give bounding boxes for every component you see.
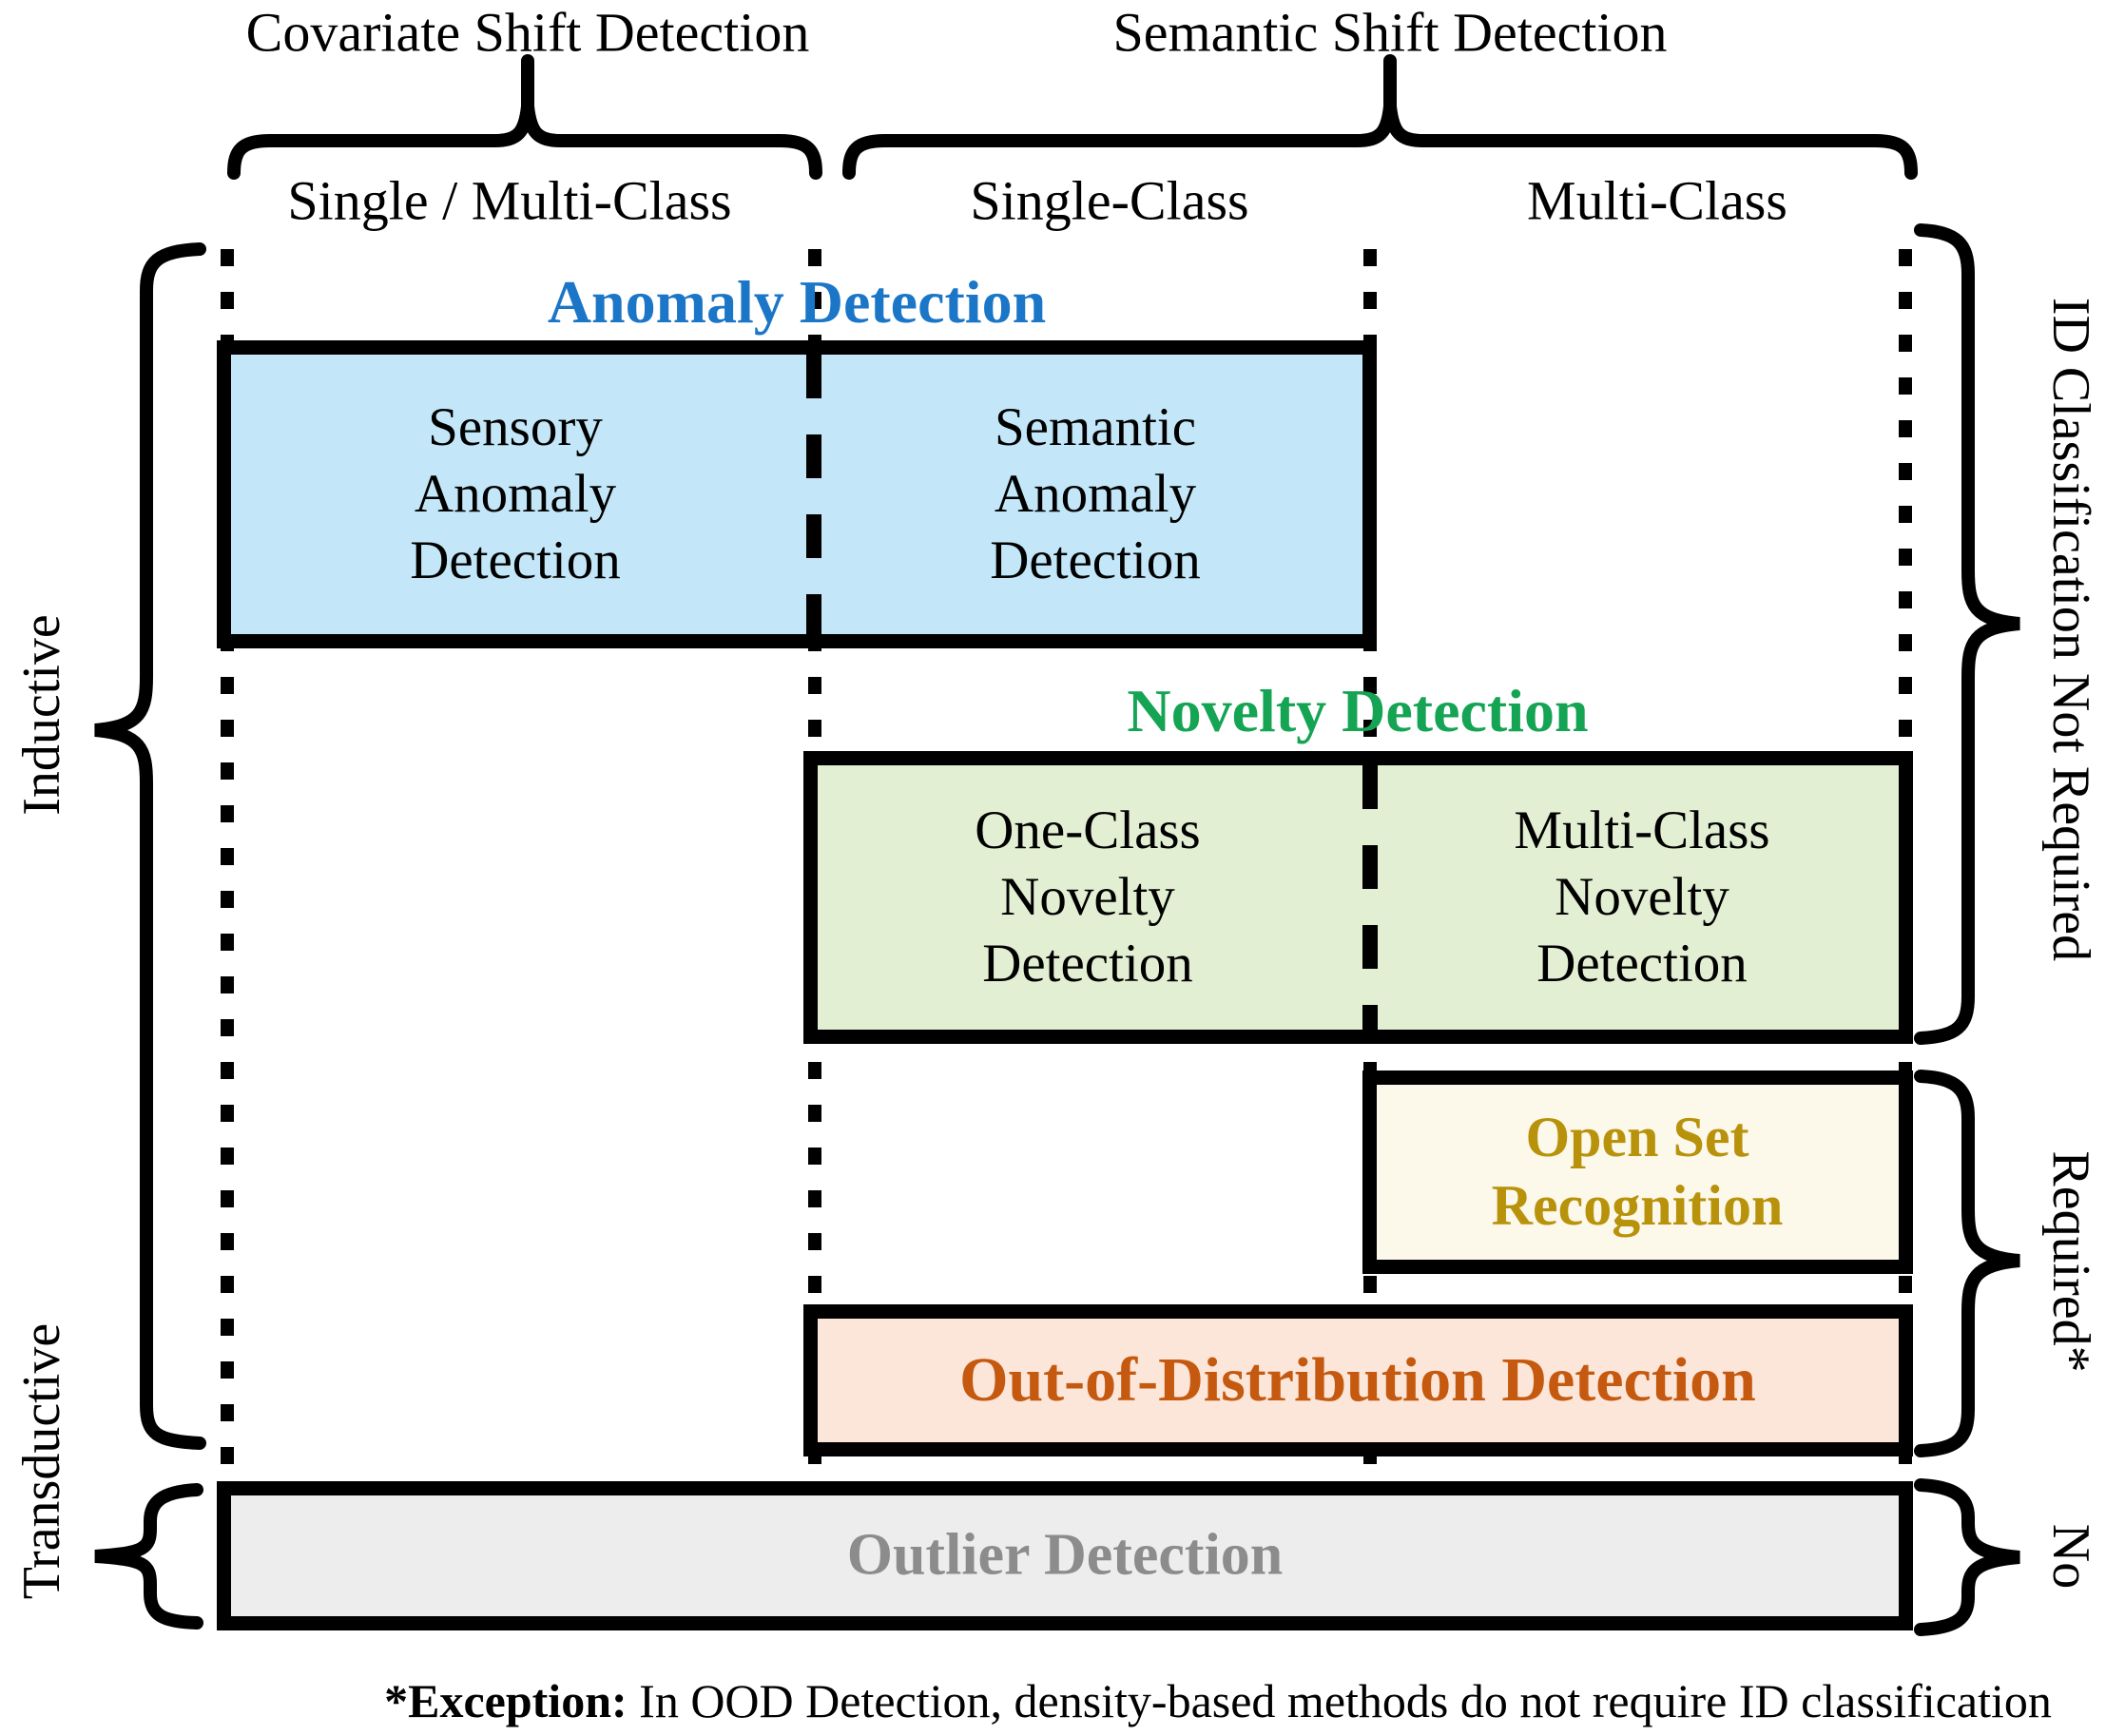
inductive-brace (94, 242, 206, 1450)
open-set-recognition-box (1362, 1071, 1913, 1274)
one-class-novelty-cell: One-Class Novelty Detection (975, 800, 1201, 994)
footnote-text: In OOD Detection, density-based methods … (627, 1674, 2052, 1727)
footnote: *Exception: In OOD Detection, density-ba… (384, 1673, 2052, 1728)
anomaly-detection-box (217, 340, 1377, 648)
top-label-semantic-shift: Semantic Shift Detection (1112, 1, 1668, 64)
footnote-exception-prefix: *Exception: (384, 1674, 628, 1727)
semantic-brace (842, 106, 1918, 180)
sensory-anomaly-cell: Sensory Anomaly Detection (410, 396, 621, 591)
transductive-brace (94, 1483, 203, 1630)
semantic-anomaly-cell: Semantic Anomaly Detection (990, 396, 1201, 591)
ood-detection-box (803, 1304, 1913, 1456)
anomaly-box-divider (806, 355, 821, 634)
multi-class-novelty-cell: Multi-Class Novelty Detection (1514, 800, 1770, 994)
inductive-label: Inductive (12, 614, 71, 816)
id-classification-not-required-label: ID Classification Not Required (2041, 297, 2100, 962)
column-label-single-multi-class: Single / Multi-Class (287, 169, 732, 232)
novelty-box-divider (1362, 765, 1378, 1030)
anomaly-detection-header: Anomaly Detection (547, 268, 1047, 336)
column-label-multi-class: Multi-Class (1527, 169, 1787, 232)
top-label-covariate-shift: Covariate Shift Detection (245, 1, 810, 64)
transductive-label: Transductive (12, 1322, 71, 1600)
required-label: Required* (2041, 1150, 2100, 1373)
id-not-required-brace (1914, 223, 2020, 1045)
outlier-detection-label: Outlier Detection (846, 1522, 1284, 1588)
no-label: No (2041, 1523, 2100, 1590)
outlier-detection-box (217, 1481, 1913, 1630)
novelty-detection-box (803, 751, 1913, 1044)
required-brace (1914, 1070, 2020, 1457)
column-label-single-class: Single-Class (970, 169, 1249, 232)
no-brace (1914, 1478, 2020, 1636)
covariate-brace (227, 106, 822, 180)
open-set-recognition-label: Open Set Recognition (1491, 1106, 1784, 1237)
ood-detection-label: Out-of-Distribution Detection (959, 1345, 1756, 1415)
novelty-detection-header: Novelty Detection (1127, 677, 1589, 744)
